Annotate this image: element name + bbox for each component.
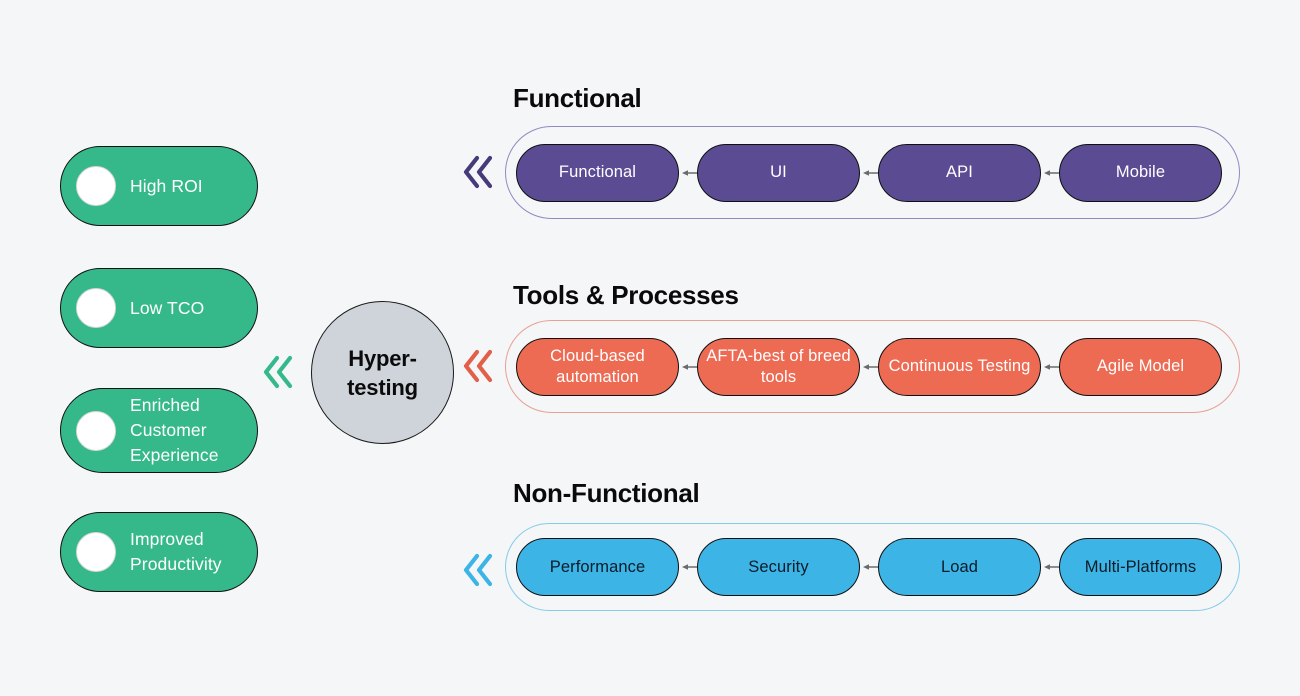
node-non-functional-security[interactable]: Security xyxy=(697,538,860,596)
hub-node-hyper-testing[interactable]: Hyper- testing xyxy=(311,301,454,444)
category-group-functional: Functional UI API Mobile xyxy=(505,126,1240,219)
node-label: Multi-Platforms xyxy=(1084,557,1197,576)
benefit-pill-low-tco[interactable]: Low TCO xyxy=(60,268,258,348)
node-label: Security xyxy=(748,557,809,576)
node-label: Functional xyxy=(558,163,637,181)
node-label: UI xyxy=(770,163,787,181)
node-tools-afta-best-of-breed-tools[interactable]: AFTA-best of breed tools xyxy=(697,337,860,396)
hub-label-line1: Hyper- xyxy=(348,345,417,371)
node-functional-api[interactable]: API xyxy=(878,143,1041,202)
double-chevron-left-icon-non-functional xyxy=(462,550,496,590)
node-label: API xyxy=(946,163,973,181)
circle-bullet-icon xyxy=(76,532,116,572)
node-non-functional-load[interactable]: Load xyxy=(878,538,1041,596)
node-functional-mobile[interactable]: Mobile xyxy=(1059,143,1222,202)
node-non-functional-multi-platforms[interactable]: Multi-Platforms xyxy=(1059,538,1222,596)
circle-bullet-icon xyxy=(76,410,116,451)
node-label: Load xyxy=(940,557,979,576)
double-chevron-left-icon-hub xyxy=(262,352,296,392)
benefit-label: Enriched Customer Experience xyxy=(130,395,219,465)
category-group-tools: Cloud-based automation AFTA-best of bree… xyxy=(505,320,1240,413)
benefit-label: Improved Productivity xyxy=(130,529,222,574)
benefit-label: Low TCO xyxy=(130,297,205,318)
node-label: Mobile xyxy=(1115,163,1166,181)
node-label: Cloud-based automation xyxy=(550,346,645,386)
node-tools-agile-model[interactable]: Agile Model xyxy=(1059,337,1222,396)
hub-label-line2: testing xyxy=(347,374,418,400)
category-title-functional: Functional xyxy=(513,83,642,113)
node-label: Agile Model xyxy=(1096,357,1185,375)
node-label: Performance xyxy=(549,557,646,576)
benefit-pill-enriched-customer-experience[interactable]: Enriched Customer Experience xyxy=(60,388,258,473)
category-title-non-functional: Non-Functional xyxy=(513,478,700,508)
benefit-pill-improved-productivity[interactable]: Improved Productivity xyxy=(60,512,258,592)
hub-label: Hyper- testing xyxy=(347,344,418,402)
circle-bullet-icon xyxy=(76,166,116,206)
category-group-non-functional: Performance Security Load xyxy=(505,523,1240,611)
node-functional-functional[interactable]: Functional xyxy=(516,143,679,202)
circle-bullet-icon xyxy=(76,288,116,328)
node-tools-continuous-testing[interactable]: Continuous Testing xyxy=(878,337,1041,396)
node-non-functional-performance[interactable]: Performance xyxy=(516,538,679,596)
double-chevron-left-icon-functional xyxy=(462,152,496,192)
node-label: Continuous Testing xyxy=(888,357,1031,375)
category-title-tools: Tools & Processes xyxy=(513,280,739,310)
benefit-label: High ROI xyxy=(130,175,203,196)
node-functional-ui[interactable]: UI xyxy=(697,143,860,202)
node-label: AFTA-best of breed tools xyxy=(706,346,851,386)
double-chevron-left-icon-tools xyxy=(462,346,496,386)
node-tools-cloud-based-automation[interactable]: Cloud-based automation xyxy=(516,337,679,396)
benefit-pill-high-roi[interactable]: High ROI xyxy=(60,146,258,226)
